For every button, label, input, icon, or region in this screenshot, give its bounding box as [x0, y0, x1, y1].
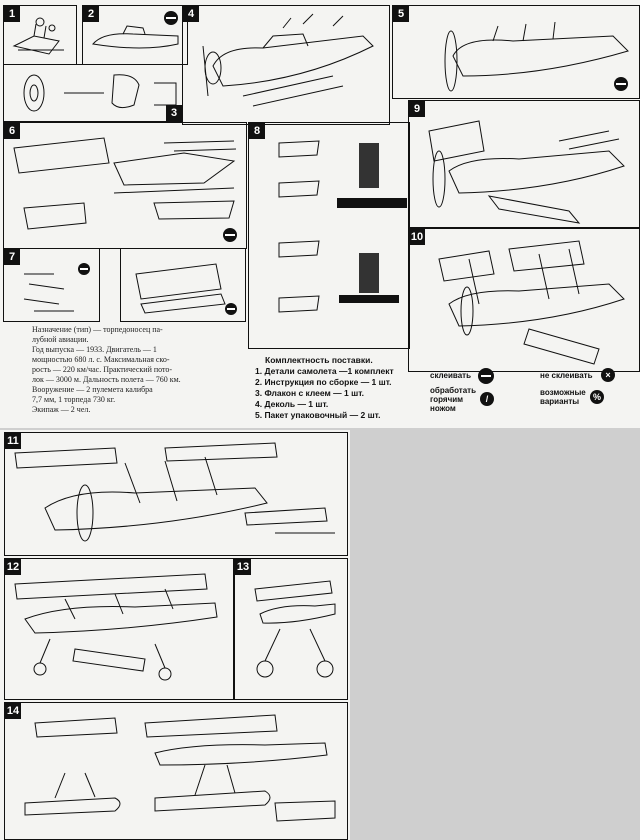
- legend-line: варианты: [540, 397, 580, 406]
- struts-drawing: [23, 263, 90, 312]
- step-number: 13: [235, 559, 251, 575]
- step-number: 12: [5, 559, 21, 575]
- wheels-variant-drawing: [254, 580, 336, 678]
- step-number: 14: [5, 703, 21, 719]
- spec-line: Вооружение — 2 пулемета калибра: [32, 385, 153, 394]
- legend-line: ножом: [430, 404, 456, 413]
- kit-contents: Комплектность поставки. 1. Детали самоле…: [255, 355, 415, 421]
- upper-wing-subpanel: [120, 248, 246, 322]
- spec-line: мощностью 680 л. с. Максимальная ско-: [32, 355, 170, 364]
- step-number: 7: [4, 249, 20, 265]
- upper-wing-drawing: [135, 263, 237, 315]
- fuselage-top-drawing: [444, 21, 629, 92]
- biplane-struts-drawing: [14, 442, 335, 542]
- spec-line: Год выпуска — 1933. Двигатель — 1: [32, 345, 157, 354]
- spec-line: лубной авиации.: [32, 335, 89, 344]
- step-number: 3: [166, 105, 182, 121]
- legend-no-glue-label: не склеивать: [540, 371, 593, 380]
- upper-wing-mount-drawing: [438, 240, 625, 365]
- legend-variants-label: возможные варианты: [540, 388, 586, 406]
- no-glue-icon: ×: [601, 368, 615, 382]
- fuselage-half-drawing: [92, 11, 179, 49]
- instruction-sheet-bottom: 11 12 1: [0, 430, 350, 840]
- step-8-panel: 8: [248, 122, 410, 349]
- floats-assembly-drawing: [24, 714, 336, 822]
- step-12-panel: 12: [4, 558, 234, 700]
- legend-line: обработать: [430, 386, 476, 395]
- step-number: 4: [183, 6, 199, 22]
- legend-line: возможные: [540, 388, 586, 397]
- step-number: 1: [4, 6, 20, 22]
- step-number: 2: [83, 6, 99, 22]
- step-14-panel: 14: [4, 702, 348, 840]
- step-number: 11: [5, 433, 21, 449]
- kit-item: 2. Инструкция по сборке — 1 шт.: [255, 377, 392, 387]
- step-2-panel: 2: [82, 5, 188, 65]
- lower-wing-assembly-drawing: [428, 120, 625, 224]
- step-7-panel: 7: [3, 248, 100, 322]
- kit-item: 4. Деколь — 1 шт.: [255, 399, 329, 409]
- legend-line: горячим: [430, 395, 464, 404]
- variants-icon: %: [590, 390, 604, 404]
- step-number: 5: [393, 6, 409, 22]
- step-9-panel: 9: [408, 100, 640, 228]
- fuselage-assembly-drawing: [202, 13, 374, 107]
- kit-item: 5. Пакет упаковочный — 2 шт.: [255, 410, 381, 420]
- step-1-panel: 1: [3, 5, 77, 65]
- kit-title: Комплектность поставки.: [265, 355, 373, 365]
- step-3-panel: 3: [3, 64, 183, 122]
- spec-line: лок — 3000 м. Дальность полета — 760 км.: [32, 375, 181, 384]
- step-number: 10: [409, 229, 425, 245]
- step-number: 8: [249, 123, 265, 139]
- glue-icon: [478, 368, 494, 384]
- kit-item: 3. Флакон с клеем — 1 шт.: [255, 388, 364, 398]
- spec-line: 7,7 мм, 1 торпеда 730 кг.: [32, 395, 116, 404]
- legend-glue-label: склеивать: [430, 371, 471, 380]
- step-5-panel: 5: [392, 5, 640, 99]
- legend-hot-knife-label: обработать горячим ножом: [430, 386, 476, 413]
- spec-line: Экипаж — 2 чел.: [32, 405, 91, 414]
- spec-line: рость — 220 км/час. Практический пото-: [32, 365, 173, 374]
- cockpit-parts-drawing: [12, 17, 64, 55]
- kit-item: 1. Детали самолета —1 комплект: [255, 366, 394, 376]
- step-11-panel: 11: [4, 432, 348, 556]
- spec-line: Назначение (тип) — торпедоносец па-: [32, 325, 163, 334]
- step-6-panel: 6: [3, 122, 247, 249]
- tail-and-stabilizer-drawing: [278, 140, 407, 313]
- step-10-panel: 10: [408, 228, 640, 372]
- step-13-panel: 13: [234, 558, 348, 700]
- step-number: 9: [409, 101, 425, 117]
- aircraft-specification: Назначение (тип) — торпедоносец па- лубн…: [32, 325, 242, 415]
- landing-gear-drawing: [14, 573, 218, 681]
- instruction-sheet-top: 1 2 4: [0, 0, 640, 428]
- step-number: 6: [4, 123, 20, 139]
- hot-knife-icon: /: [480, 392, 494, 406]
- wings-drawing: [13, 137, 237, 242]
- step-4-panel: 4: [182, 5, 390, 125]
- engine-cowl-drawing: [23, 74, 177, 112]
